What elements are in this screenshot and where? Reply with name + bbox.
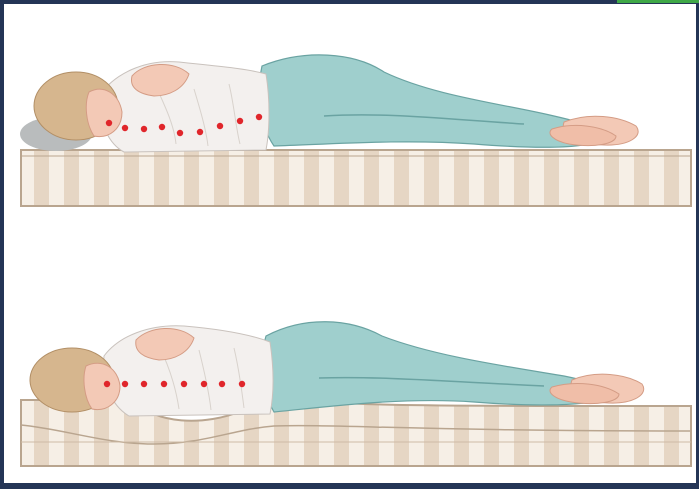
sleeping-person-bottom <box>30 322 644 416</box>
sleeping-person-top <box>34 55 638 152</box>
head <box>34 72 122 140</box>
panel-top <box>20 55 691 206</box>
illustration <box>4 4 696 483</box>
pants <box>262 322 605 412</box>
firm-mattress <box>21 150 691 206</box>
panel-bottom <box>21 322 691 466</box>
pants <box>259 55 600 147</box>
